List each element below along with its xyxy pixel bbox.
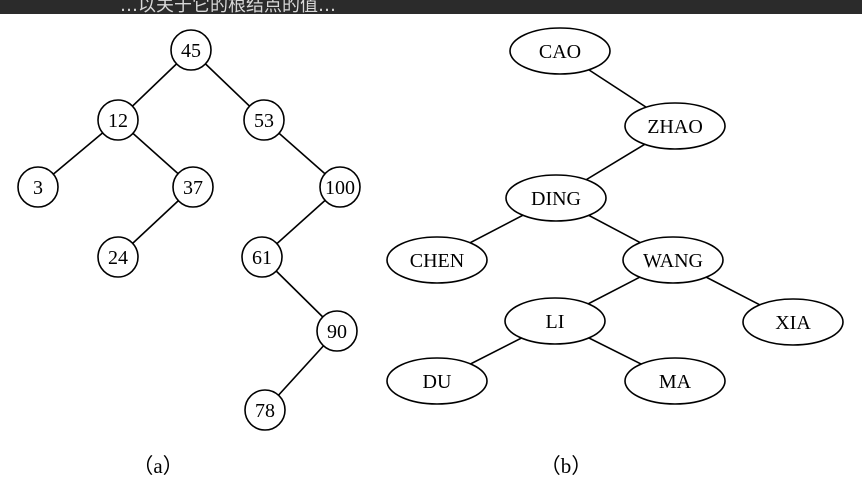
node-zhao-label: ZHAO [647, 116, 703, 138]
tree-a-nodes: 45 12 53 3 37 100 24 61 90 78 [17, 29, 361, 431]
node-90: 90 [316, 310, 358, 352]
node-45-label: 45 [181, 40, 201, 62]
node-53-label: 53 [254, 110, 274, 132]
node-100-label: 100 [325, 177, 355, 199]
node-90-label: 90 [327, 321, 347, 343]
node-3-shape [17, 166, 59, 208]
node-xia: XIA [742, 298, 844, 346]
node-61-label: 61 [252, 247, 272, 269]
node-37-label: 37 [183, 177, 203, 199]
node-li-shape [504, 297, 606, 345]
node-chen-label: CHEN [410, 250, 464, 272]
node-xia-label: XIA [775, 312, 811, 334]
node-cao-label: CAO [539, 41, 581, 63]
node-zhao-shape [624, 102, 726, 150]
node-24: 24 [97, 236, 139, 278]
node-78-shape [244, 389, 286, 431]
node-61: 61 [241, 236, 283, 278]
node-45-shape [170, 29, 212, 71]
caption-a: （a） [132, 454, 183, 478]
node-du-shape [386, 357, 488, 405]
node-3-label: 3 [33, 177, 43, 199]
node-ding: DING [505, 174, 607, 222]
node-zhao: ZHAO [624, 102, 726, 150]
node-12-shape [97, 99, 139, 141]
node-wang-shape [622, 236, 724, 284]
tree-a-edges [37, 49, 341, 411]
node-chen: CHEN [386, 236, 488, 284]
node-wang: WANG [622, 236, 724, 284]
node-ma-shape [624, 357, 726, 405]
node-12: 12 [97, 99, 139, 141]
tree-b-nodes: CAO ZHAO DING CHEN WANG LI XIA DU MA [386, 27, 844, 405]
node-100-shape [319, 166, 361, 208]
node-37-shape [172, 166, 214, 208]
node-53-shape [243, 99, 285, 141]
node-li-label: LI [546, 311, 565, 333]
node-cao: CAO [509, 27, 611, 75]
node-78: 78 [244, 389, 286, 431]
node-53: 53 [243, 99, 285, 141]
node-chen-shape [386, 236, 488, 284]
cropped-header-text: …以关于它的根结点的值… [120, 0, 336, 14]
node-3: 3 [17, 166, 59, 208]
node-li: LI [504, 297, 606, 345]
node-24-label: 24 [108, 247, 128, 269]
node-24-shape [97, 236, 139, 278]
node-ma-label: MA [659, 371, 692, 393]
node-78-label: 78 [255, 400, 275, 422]
node-du-label: DU [423, 371, 452, 393]
node-ma: MA [624, 357, 726, 405]
node-61-shape [241, 236, 283, 278]
node-ding-label: DING [531, 188, 581, 210]
node-90-shape [316, 310, 358, 352]
node-45: 45 [170, 29, 212, 71]
tree-b-edges [436, 50, 794, 382]
node-wang-label: WANG [643, 250, 703, 272]
node-37: 37 [172, 166, 214, 208]
node-xia-shape [742, 298, 844, 346]
node-cao-shape [509, 27, 611, 75]
node-100: 100 [319, 166, 361, 208]
caption-b: （b） [540, 454, 593, 478]
node-ding-shape [505, 174, 607, 222]
node-12-label: 12 [108, 110, 128, 132]
cropped-header-strip: …以关于它的根结点的值… [0, 0, 862, 14]
node-du: DU [386, 357, 488, 405]
